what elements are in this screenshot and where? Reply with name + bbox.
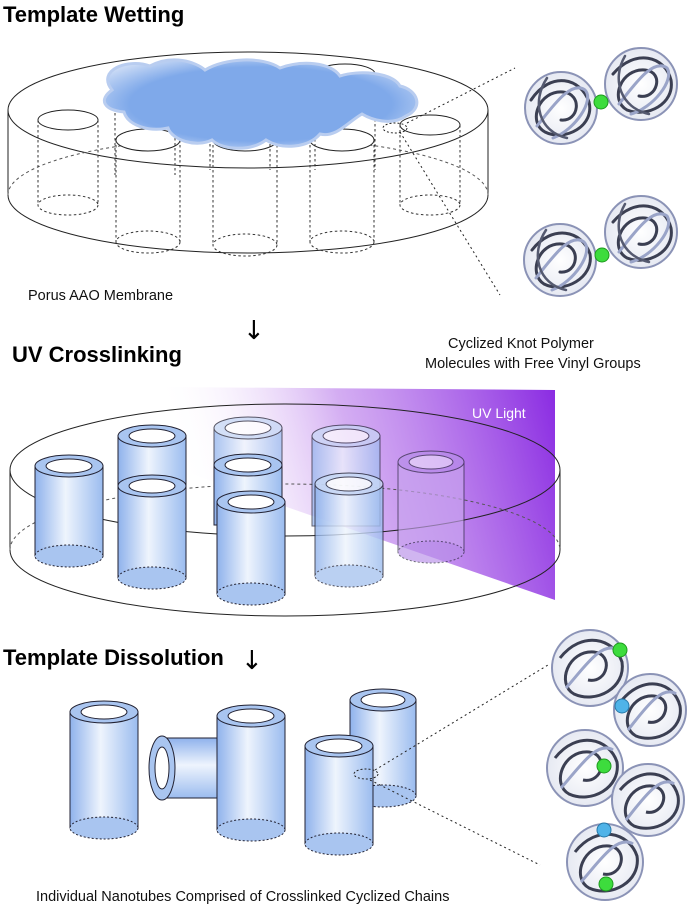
label-nanotubes: Individual Nanotubes Comprised of Crossl… bbox=[36, 889, 450, 905]
label-uv-light: UV Light bbox=[472, 405, 526, 421]
step-arrow-down-icon: ↓ bbox=[243, 316, 265, 346]
label-knot-line2: Molecules with Free Vinyl Groups bbox=[425, 356, 641, 372]
step-arrow-down-icon: ↓ bbox=[241, 646, 263, 676]
crosslinked-chain bbox=[546, 629, 687, 901]
zoom-lines-top bbox=[399, 67, 516, 296]
heading-template-dissolution: Template Dissolution bbox=[3, 645, 224, 670]
label-knot-line1: Cyclized Knot Polymer bbox=[448, 336, 594, 352]
vinyl-crosslink-dot bbox=[594, 247, 610, 263]
label-membrane: Porus AAO Membrane bbox=[28, 288, 174, 304]
knot-molecules-top bbox=[523, 47, 678, 297]
zoom-lines-bottom bbox=[369, 664, 549, 866]
crosslinked-tubes bbox=[34, 416, 465, 606]
free-nanotubes bbox=[69, 688, 417, 856]
heading-uv-crosslinking: UV Crosslinking bbox=[12, 342, 182, 367]
heading-template-wetting: Template Wetting bbox=[3, 2, 185, 27]
vinyl-crosslink-dot bbox=[593, 94, 609, 110]
polymer-solution-blob bbox=[102, 58, 419, 150]
